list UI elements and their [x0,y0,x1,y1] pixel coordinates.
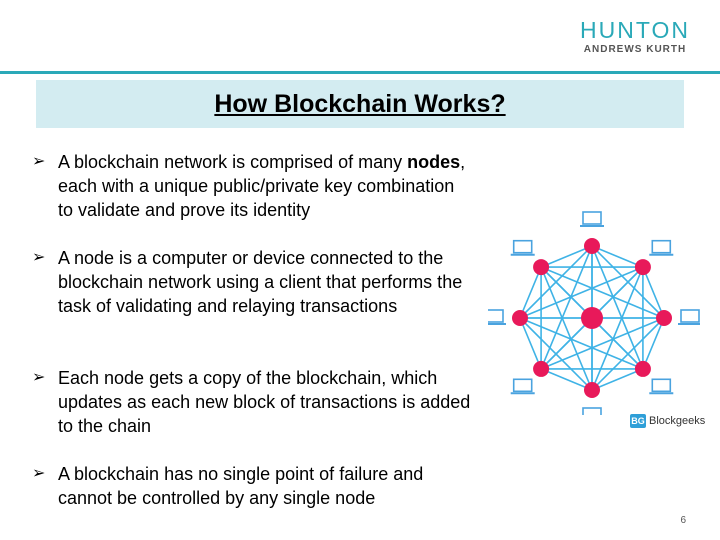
laptop-icon [580,211,604,227]
bullet-text-segment: , each with a unique public/private key … [58,152,466,220]
central-node [581,307,603,329]
network-link [519,317,542,370]
network-link [540,266,665,319]
network-node [656,310,672,326]
network-node [533,259,550,276]
blockchain-network-diagram [488,211,700,415]
bullet-bold-text: nodes [407,152,461,172]
page-number: 6 [680,515,686,526]
bullet-item: ➢ A node is a computer or device connect… [32,246,472,318]
laptop-icon [510,239,535,256]
network-link [540,368,593,391]
network-node [533,360,550,377]
network-node [634,259,651,276]
network-link [591,317,644,370]
network-link [591,266,644,319]
network-link [642,266,665,319]
network-link [540,266,593,391]
bullet-text-segment: A node is a computer or device connected… [58,248,463,316]
hunton-andrews-kurth-logo: HUNTON ANDREWS KURTH [580,18,690,55]
arrow-bullet-icon: ➢ [32,249,46,266]
bullet-text: A blockchain has no single point of fail… [58,462,472,510]
arrow-bullet-icon: ➢ [32,153,46,170]
bullet-text-segment: A blockchain has no single point of fail… [58,464,424,508]
laptop-icon [649,239,674,256]
network-link [540,266,593,319]
title-band: How Blockchain Works? [36,80,684,128]
logo-sub-text: ANDREWS KURTH [583,44,687,55]
network-link [519,266,542,319]
laptop-icon [488,309,506,325]
blockgeeks-logo: BG Blockgeeks [630,414,705,428]
network-node [634,360,651,377]
bullet-text-segment: A blockchain network is comprised of man… [58,152,408,172]
arrow-bullet-icon: ➢ [32,369,46,386]
laptop-icon [649,378,674,395]
bullet-item: ➢ Each node gets a copy of the blockchai… [32,366,472,438]
laptop-icon [582,407,602,415]
blockgeeks-name: Blockgeeks [649,415,706,427]
bullet-item: ➢ A blockchain has no single point of fa… [32,462,472,510]
network-link [591,368,644,391]
network-nodes [512,238,672,398]
network-link [642,317,665,370]
laptop-icon [510,378,535,395]
header-divider [0,71,720,74]
network-link [540,245,593,268]
network-node [584,382,600,398]
blockgeeks-badge: BG [630,414,646,428]
arrow-bullet-icon: ➢ [32,465,46,482]
bullet-text: A blockchain network is comprised of man… [58,150,472,222]
network-node [512,310,528,326]
network-link [540,317,593,370]
bullet-text: Each node gets a copy of the blockchain,… [58,366,472,438]
logo-main-text: HUNTON [580,17,690,43]
bullet-text-segment: Each node gets a copy of the blockchain,… [58,368,471,436]
bullet-text: A node is a computer or device connected… [58,246,472,318]
slide-title: How Blockchain Works? [214,89,506,118]
laptop-icon [678,309,700,325]
bullet-item: ➢ A blockchain network is comprised of m… [32,150,472,222]
network-link [591,245,644,268]
network-devices [488,211,700,415]
network-node [584,238,600,254]
